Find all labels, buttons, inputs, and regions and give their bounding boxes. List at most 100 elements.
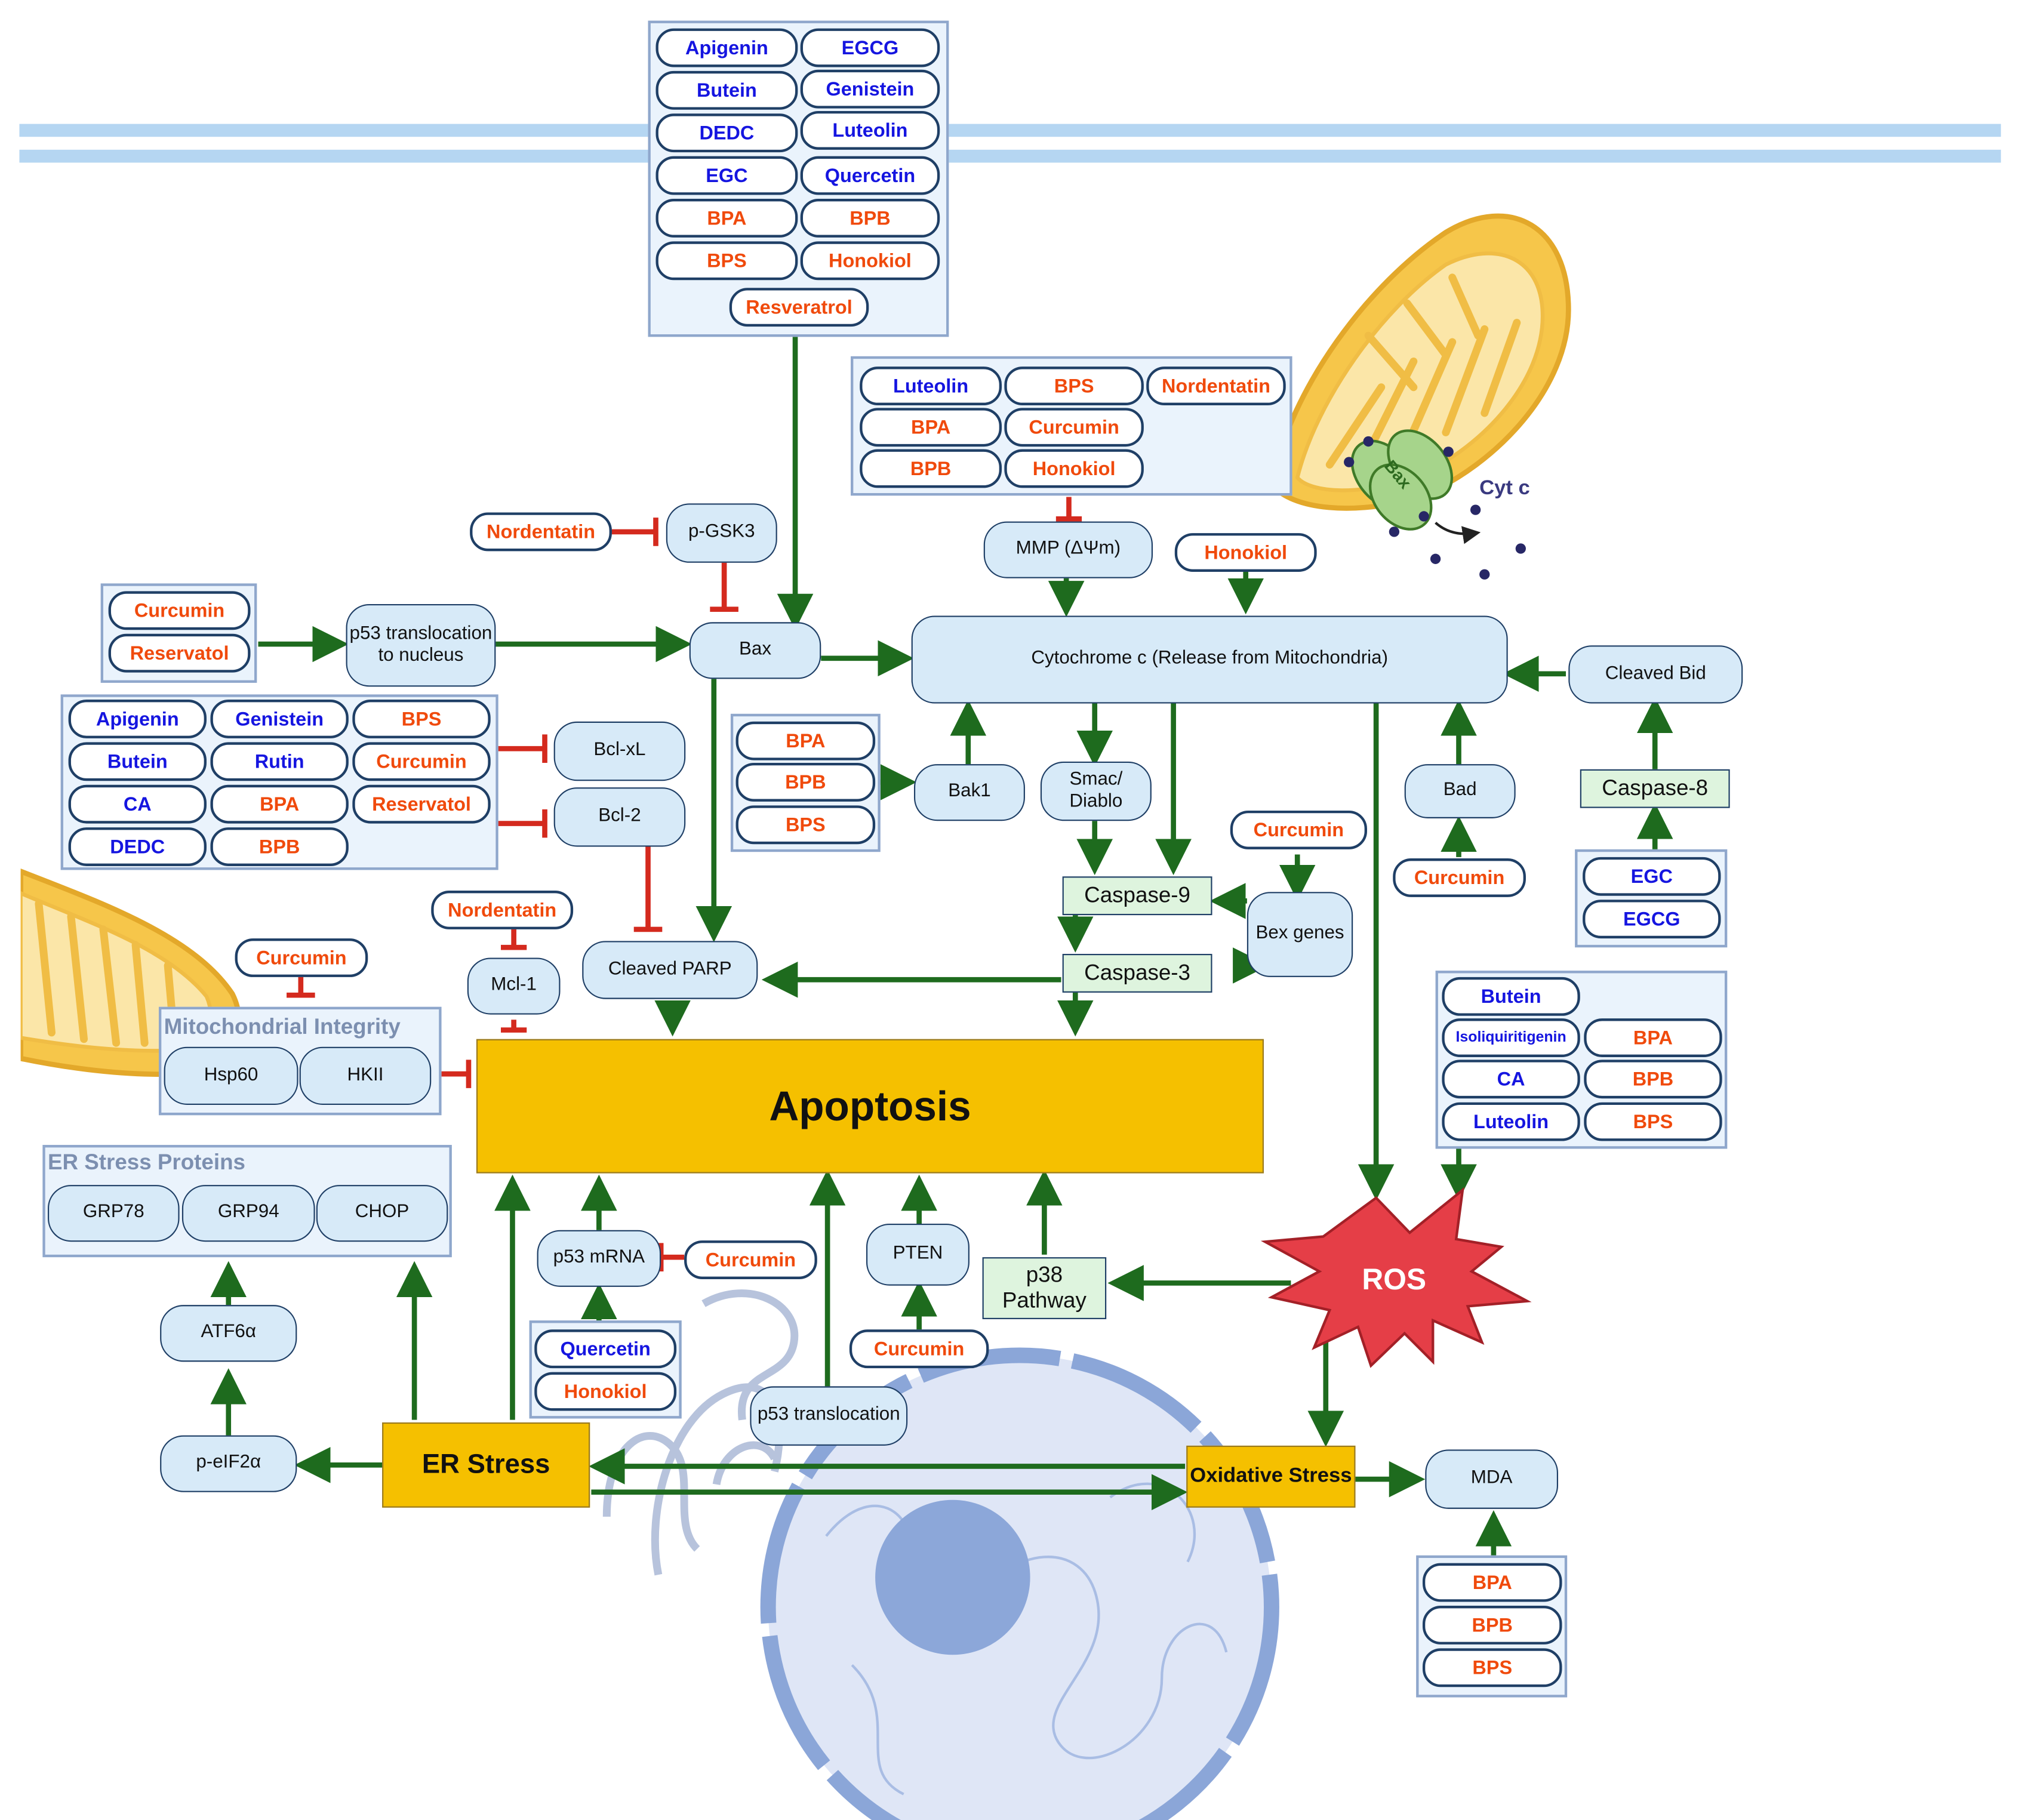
caspase-8-box: Caspase-8 <box>1580 769 1730 808</box>
p53-mrna-node: p53 mRNA <box>537 1230 661 1287</box>
mitochondrial-integrity-label: Mitochondrial Integrity <box>164 1014 401 1039</box>
compound-pill: BPB <box>735 762 876 802</box>
compound-pill: DEDC <box>655 113 798 153</box>
compound-pill: BPB <box>210 827 349 866</box>
compound-pill: BPB <box>860 449 1002 488</box>
caspase-3-box: Caspase-3 <box>1062 954 1212 993</box>
compound-pill: Nordentatin <box>1146 367 1286 405</box>
compound-pill: BPS <box>352 700 491 738</box>
compound-pill: Honokiol <box>534 1372 677 1411</box>
hsp60-node: Hsp60 <box>164 1046 298 1105</box>
inhibition-bars <box>287 497 1082 1271</box>
compound-pill: BPS <box>1004 367 1144 405</box>
compound-pill: Curcumin <box>684 1240 817 1279</box>
cleaved-parp-node: Cleaved PARP <box>582 941 758 999</box>
compound-pill: BPS <box>1584 1102 1722 1141</box>
compound-pill: Curcumin <box>1004 408 1144 447</box>
er-stress-box: ER Stress <box>382 1422 590 1508</box>
compound-pill: Curcumin <box>352 742 491 781</box>
er-stress-proteins-label: ER Stress Proteins <box>48 1150 245 1175</box>
p53-translocation-nucleus-node: p53 translocation to nucleus <box>346 604 496 687</box>
chop-node: CHOP <box>316 1185 448 1242</box>
compound-pill: CA <box>68 784 207 824</box>
cytochrome-c-node: Cytochrome c (Release from Mitochondria) <box>911 615 1508 704</box>
ros-label: ROS <box>1362 1262 1427 1297</box>
bad-node: Bad <box>1404 764 1516 818</box>
nucleus-illustration <box>760 1347 1279 1820</box>
cell-membrane <box>19 124 2001 163</box>
bax-node: Bax <box>689 622 821 679</box>
atf6a-node: ATF6α <box>160 1305 297 1362</box>
compound-pill: BPA <box>655 199 798 238</box>
smac-diablo-node: Smac/ Diablo <box>1040 761 1152 821</box>
compound-pill: BPS <box>655 241 798 281</box>
compound-pill: Honokiol <box>1174 533 1317 572</box>
compound-pill: Genistein <box>210 700 349 738</box>
compound-pill: Butein <box>655 70 798 110</box>
p53-translocation-node: p53 translocation <box>750 1386 908 1446</box>
compound-pill: EGCG <box>1583 900 1721 939</box>
caspase-9-box: Caspase-9 <box>1062 876 1212 916</box>
compound-pill: BPA <box>735 721 876 760</box>
compound-pill: Honokiol <box>1004 449 1144 488</box>
compound-pill: DEDC <box>68 827 207 866</box>
compound-pill: Butein <box>68 742 207 781</box>
p-gsk3-node: p-GSK3 <box>666 503 777 563</box>
compound-pill: BPB <box>800 199 940 238</box>
compound-pill: EGC <box>1583 857 1721 896</box>
bcl-xl-node: Bcl-xL <box>553 721 686 781</box>
compound-pill: BPA <box>1422 1563 1562 1602</box>
compound-pill: BPS <box>735 805 876 845</box>
compound-pill: CA <box>1442 1060 1580 1099</box>
bex-genes-node: Bex genes <box>1247 892 1353 977</box>
cleaved-bid-node: Cleaved Bid <box>1568 645 1743 704</box>
compound-pill: Nordentatin <box>470 512 612 552</box>
compound-pill: Reservatol <box>108 633 251 673</box>
compound-pill: Curcumin <box>849 1329 989 1369</box>
compound-pill: BPA <box>1584 1018 1722 1058</box>
compound-pill: Curcumin <box>1393 858 1526 897</box>
apoptosis-box: Apoptosis <box>476 1039 1264 1174</box>
compound-pill: Resveratrol <box>729 288 869 327</box>
compound-pill: Curcumin <box>108 591 251 630</box>
compound-pill: Luteolin <box>800 110 940 150</box>
compound-pill: Isoliquiritigenin <box>1442 1018 1580 1058</box>
compound-pill: Quercetin <box>534 1329 677 1369</box>
compound-pill: Nordentatin <box>431 891 574 929</box>
compound-pill: BPS <box>1422 1648 1562 1687</box>
compound-pill: BPB <box>1584 1060 1722 1099</box>
grp94-node: GRP94 <box>181 1185 315 1242</box>
compound-pill: Luteolin <box>1442 1102 1580 1141</box>
compound-pill: Curcumin <box>1230 810 1367 849</box>
compound-pill: Apigenin <box>68 700 207 738</box>
compound-pill: EGCG <box>800 28 940 67</box>
hkii-node: HKII <box>299 1046 432 1105</box>
bak1-node: Bak1 <box>913 764 1025 821</box>
compound-pill: Rutin <box>210 742 349 781</box>
activation-arrows <box>210 335 1673 1556</box>
compound-pill: BPB <box>1422 1606 1562 1645</box>
compound-pill: BPA <box>860 408 1002 447</box>
mitochondrion-illustration <box>1269 213 1571 580</box>
compound-pill: BPA <box>210 784 349 824</box>
mcl-1-node: Mcl-1 <box>467 957 561 1015</box>
compound-pill: Curcumin <box>235 938 368 977</box>
grp78-node: GRP78 <box>48 1185 180 1242</box>
p-eif2a-node: p-eIF2α <box>160 1435 297 1492</box>
oxidative-stress-box: Oxidative Stress <box>1186 1445 1356 1508</box>
compound-pill: Quercetin <box>800 156 940 195</box>
bcl-2-node: Bcl-2 <box>553 787 686 847</box>
pten-node: PTEN <box>866 1223 970 1286</box>
compound-pill: Luteolin <box>860 367 1002 405</box>
mmp-node: MMP (ΔΨm) <box>983 521 1153 578</box>
mda-node: MDA <box>1425 1449 1559 1509</box>
compound-pill: Butein <box>1442 977 1580 1016</box>
p38-pathway-box: p38 Pathway <box>982 1257 1107 1319</box>
cyt-c-label: Cyt c <box>1479 478 1530 500</box>
compound-pill: Genistein <box>800 69 940 109</box>
compound-pill: Honokiol <box>800 241 940 281</box>
compound-pill: Apigenin <box>655 28 798 67</box>
compound-pill: EGC <box>655 156 798 195</box>
